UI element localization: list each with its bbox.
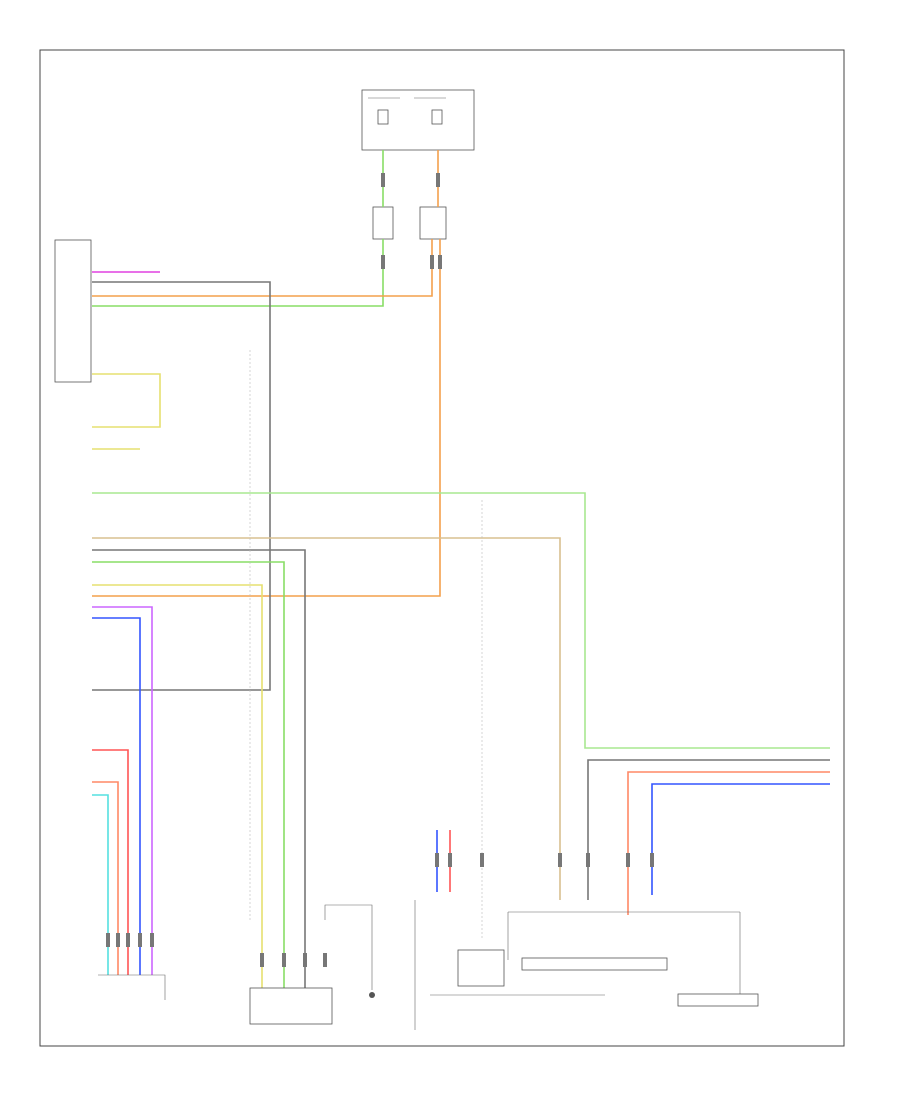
bottom-right-unit [457,949,759,1007]
guide-lines [249,350,741,1030]
wire-green-bottom [92,561,285,990]
bottom-left-unit [98,974,166,1000]
bottom-mid-unit [249,987,333,1025]
connector-icon [116,933,120,947]
connector-icon [435,853,439,867]
connector-icon [126,933,130,947]
connector-icon [436,173,440,187]
connector-icon [626,853,630,867]
inline-connector-right [419,206,447,240]
connector-icon [260,953,264,967]
connector-icon [438,255,442,269]
wire-salmon [92,781,119,975]
wire-green-long [92,492,830,749]
connector-icon [138,933,142,947]
connector-icon [381,255,385,269]
wire-cyan [92,794,109,975]
connector-icon [323,953,327,967]
connector-icon [381,173,385,187]
wire-red [92,749,129,975]
wire-gray-mid [92,549,306,990]
connector-icon [150,933,154,947]
wire-blue [92,617,141,975]
connector-icon [650,853,654,867]
wire-orange-down [92,239,441,597]
diagram-frame [39,49,845,1047]
connector-icon [106,933,110,947]
wire-tan [92,537,561,900]
wire-violet [92,606,153,975]
ground-icon [324,904,375,998]
wire-gray-panel [92,281,271,691]
connector-icon [558,853,562,867]
connector-icon [430,255,434,269]
wires [92,150,830,990]
connector-icon [448,853,452,867]
inline-connector-left [372,206,394,240]
wire-blue-right [651,783,830,895]
left-control-panel [54,239,92,383]
connector-icon [303,953,307,967]
connector-icon [282,953,286,967]
top-fuse-module [361,89,475,151]
connector-icon [480,853,484,867]
wire-yellow-loop [92,373,161,428]
connector-icon [586,853,590,867]
wire-salmon-right [627,771,830,915]
wire-yellow-bottom [92,584,263,990]
wire-gray-right [587,759,830,900]
connector-icon [106,173,654,967]
